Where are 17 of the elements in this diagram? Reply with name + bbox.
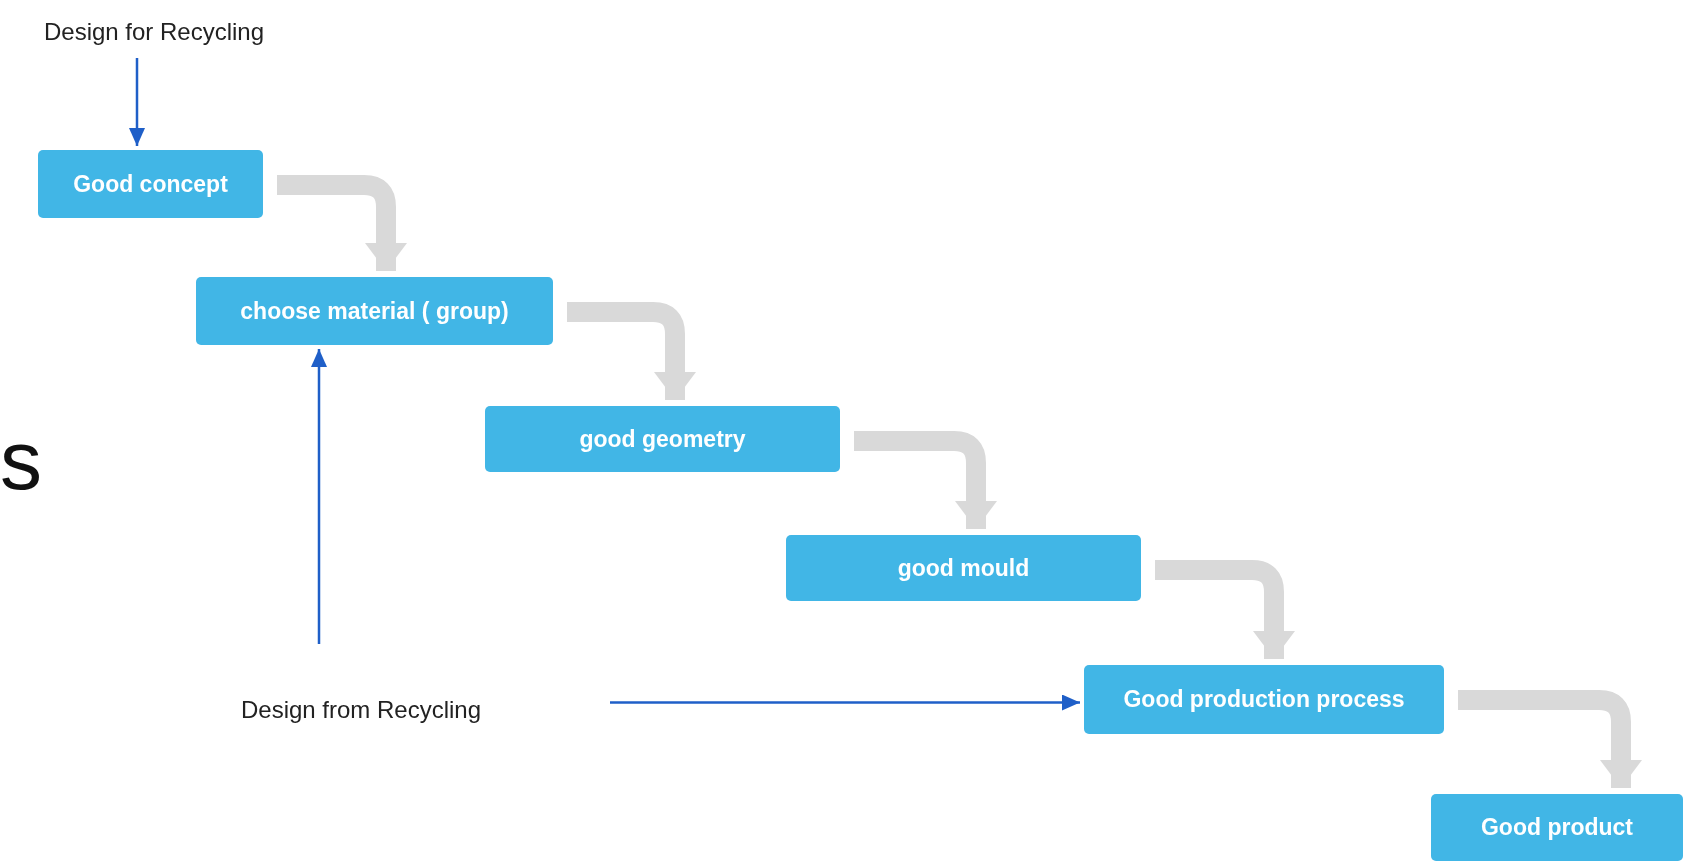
process-box: good geometry <box>485 406 840 472</box>
flow-arrow <box>1458 690 1642 788</box>
annotation-text: Design from Recycling <box>230 690 492 730</box>
process-box: Good concept <box>38 150 263 218</box>
flow-arrow <box>567 302 696 400</box>
process-box: Good production process <box>1084 665 1444 734</box>
arrow <box>311 349 327 644</box>
flow-arrow <box>277 175 407 271</box>
flow-arrow <box>1155 560 1295 659</box>
annotation-text: Design for Recycling <box>34 14 274 50</box>
flow-arrow <box>854 431 997 529</box>
process-box: Good product <box>1431 794 1683 861</box>
process-box: good mould <box>786 535 1141 601</box>
partial-heading-letter: s <box>0 418 42 502</box>
arrow <box>610 694 1080 711</box>
arrow <box>129 58 145 146</box>
process-box: choose material ( group) <box>196 277 553 345</box>
